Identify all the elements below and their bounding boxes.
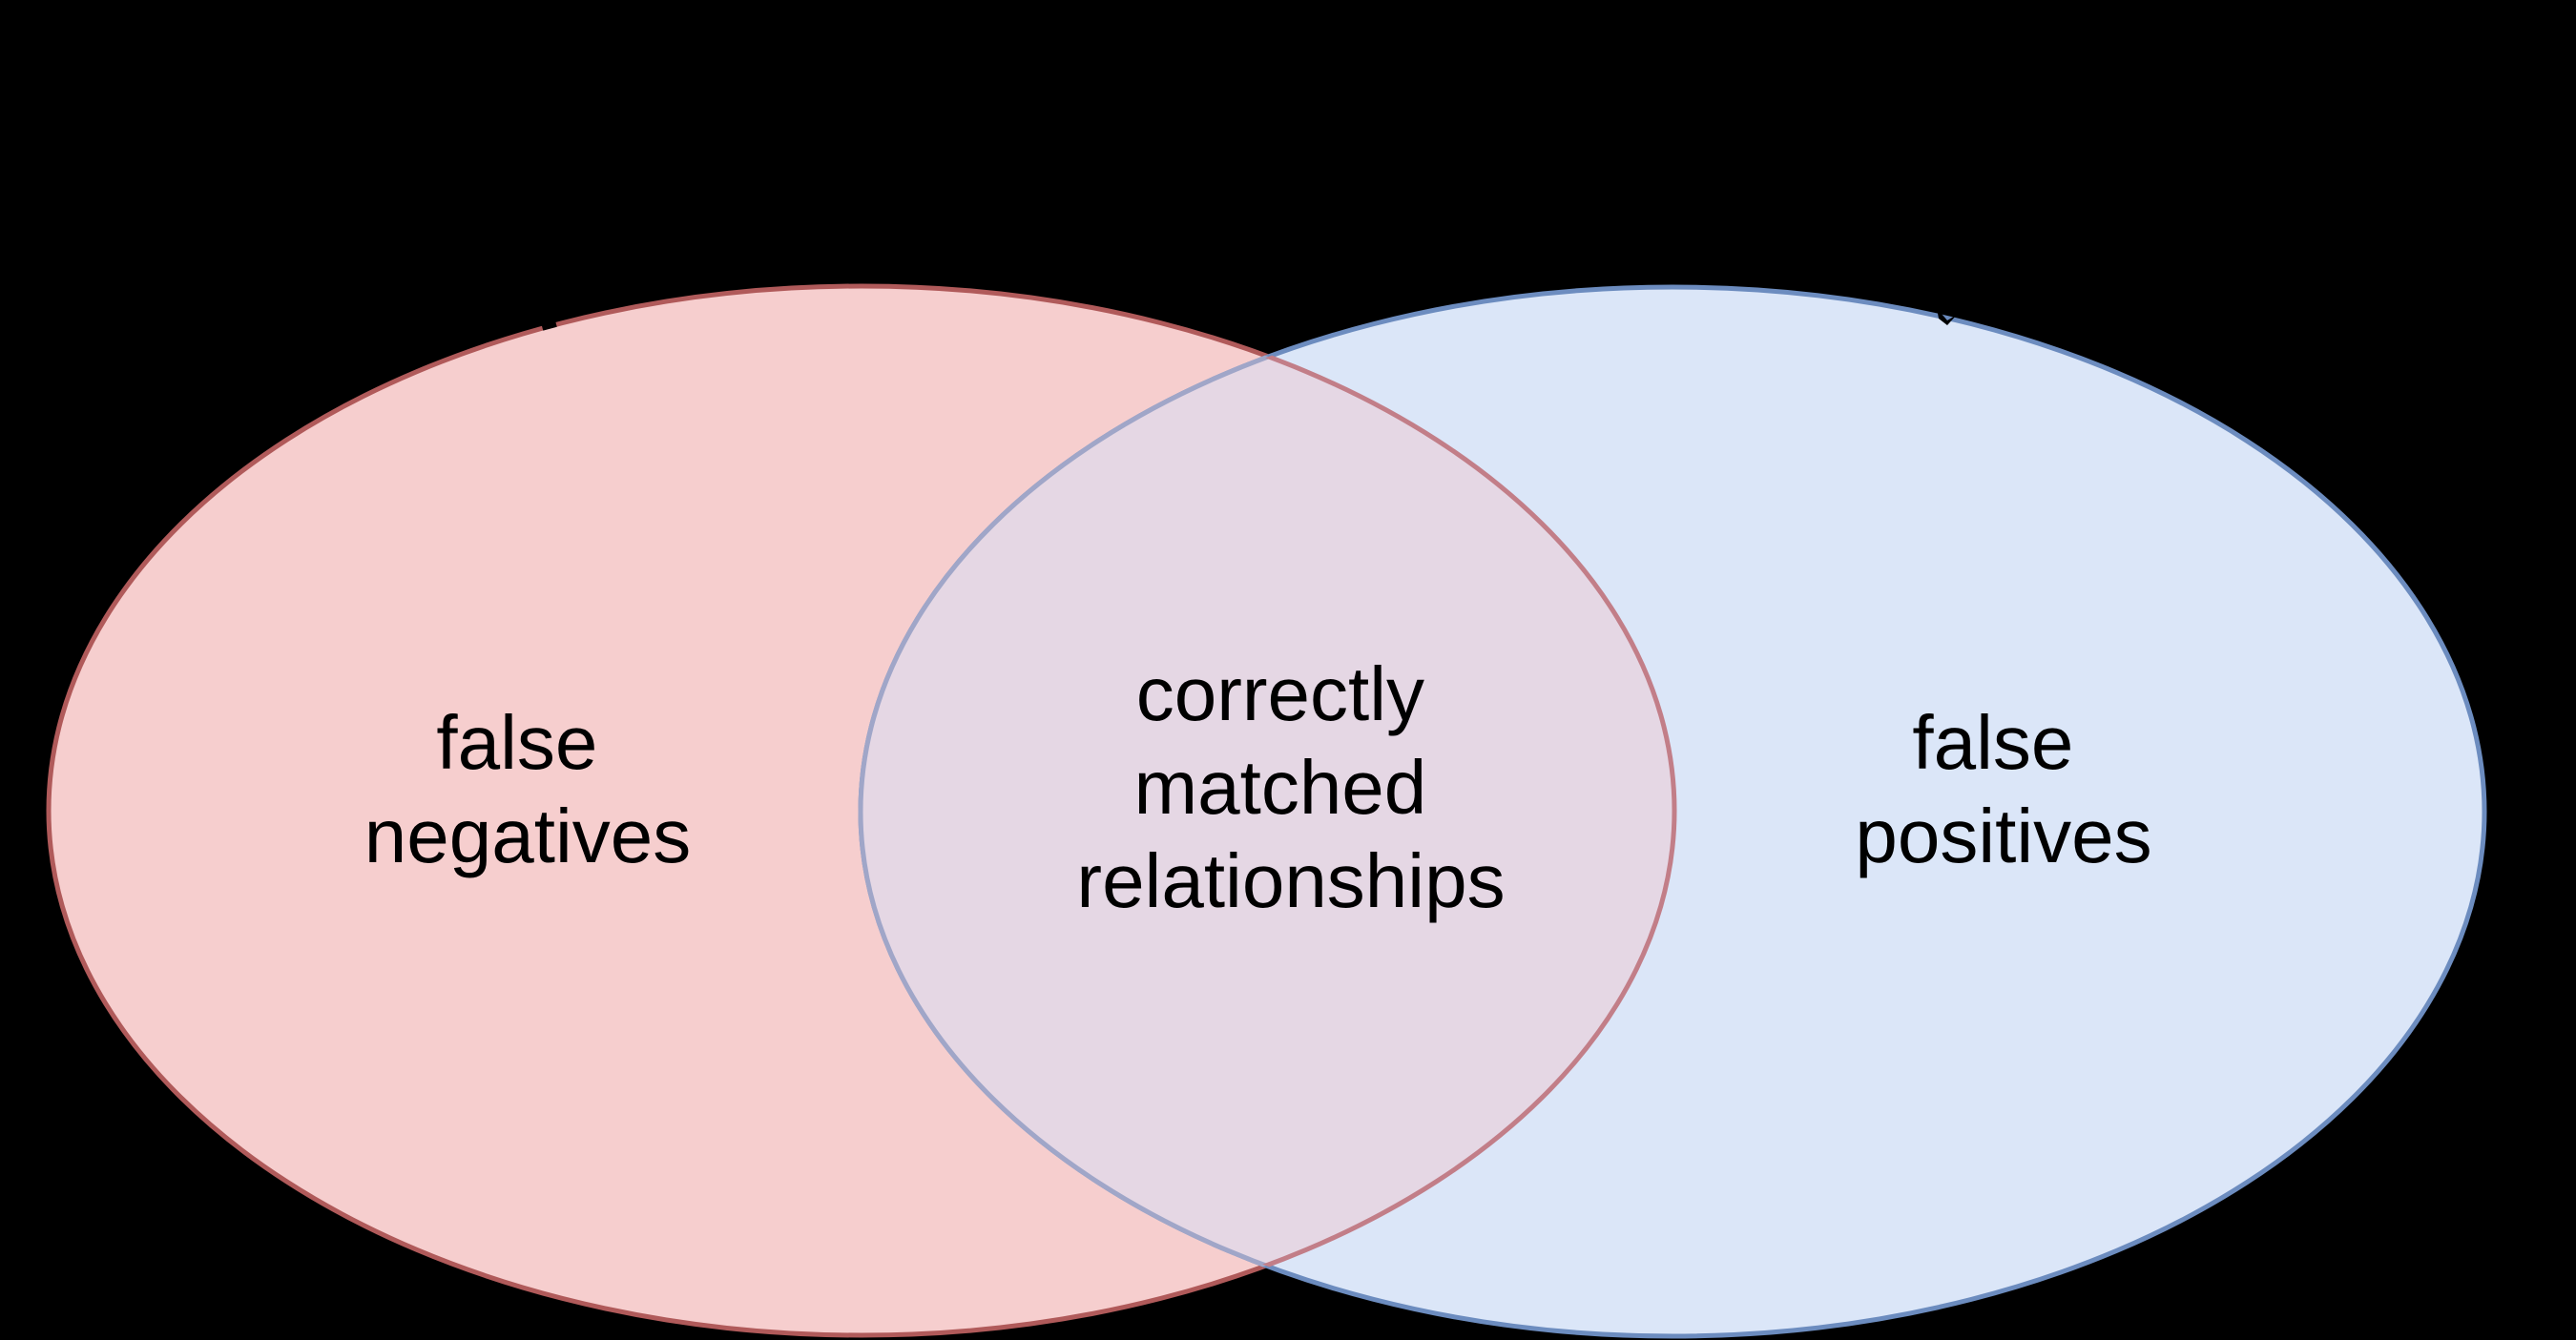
intersection-label-line-2: matched [1133, 745, 1426, 830]
left-set-label-line-1: false [436, 700, 597, 785]
intersection-label-line-1: correctly [1136, 651, 1424, 736]
edge-notch-left-ellipse [541, 320, 557, 331]
right-set-label: false positives [1855, 700, 2151, 878]
right-set-label-line-1: false [1912, 700, 2073, 785]
left-set-label-line-2: negatives [364, 794, 691, 878]
left-set-label: false negatives [364, 700, 691, 878]
edge-notch-right-ellipse [1937, 308, 1957, 325]
intersection-label-line-3: relationships [1076, 838, 1505, 923]
right-set-label-line-2: positives [1855, 794, 2151, 878]
intersection-label: correctly matched relationships [1076, 651, 1505, 923]
